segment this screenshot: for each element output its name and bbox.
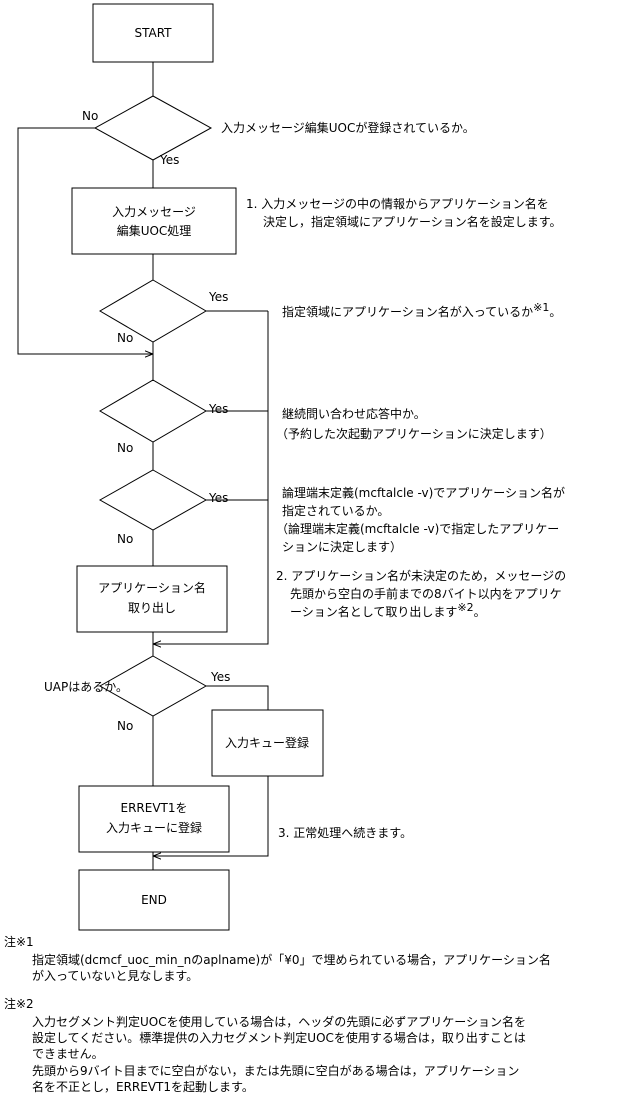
decision4-no-label: No bbox=[117, 532, 133, 546]
footnote-2: 注※2 入力セグメント判定UOCを使用している場合は，ヘッダの先頭に必ずアプリケ… bbox=[4, 996, 526, 1094]
bypass-arrow bbox=[17, 127, 153, 354]
process2-note-line2: 先頭から空白の手前までの8バイト以内をアプリケ bbox=[290, 586, 562, 601]
decision1-no-label: No bbox=[82, 109, 98, 123]
process-input-queue-register: 入力キュー登録 bbox=[211, 709, 324, 777]
process1-note-line2: 決定し，指定領域にアプリケーション名を設定します。 bbox=[263, 214, 562, 229]
process2-note-line1: 2. アプリケーション名が未決定のため，メッセージの bbox=[276, 568, 566, 583]
note3-text: 3. 正常処理へ続きます。 bbox=[278, 826, 412, 840]
merge-arrow-end bbox=[153, 776, 269, 856]
decision-uoc-registered: 入力メッセージ編集UOCが登録されているか。 No Yes bbox=[82, 95, 475, 167]
process2-line2: 取り出し bbox=[128, 601, 176, 615]
decision4-yes-label: Yes bbox=[208, 491, 228, 505]
footnote-1: 注※1 指定領域(dcmcf_uoc_min_nのaplname)が「¥0」で埋… bbox=[4, 934, 551, 983]
decision2-question: 指定領域にアプリケーション名が入っているか※1。 bbox=[282, 301, 561, 319]
decision4-line3: （論理端末定義(mcftalcle -v)で指定したアプリケー bbox=[276, 521, 559, 536]
yes-line bbox=[206, 685, 269, 710]
decision1-question: 入力メッセージ編集UOCが登録されているか。 bbox=[221, 120, 475, 135]
decision5-no-label: No bbox=[117, 719, 133, 733]
end-terminal: END bbox=[78, 869, 230, 931]
end-label: END bbox=[141, 893, 167, 907]
decision2-no-label: No bbox=[117, 331, 133, 345]
decision5-yes-label: Yes bbox=[210, 670, 230, 684]
decision-app-name-set: Yes No 指定領域にアプリケーション名が入っているか※1。 bbox=[99, 279, 561, 345]
decision4-line1: 論理端末定義(mcftalcle -v)でアプリケーション名が bbox=[282, 485, 565, 500]
decision3-yes-label: Yes bbox=[208, 402, 228, 416]
footnote-2-line: 設定してください。標準提供の入力セグメント判定UOCを使用する場合は，取り出すこ… bbox=[32, 1030, 526, 1045]
process4-line2: 入力キューに登録 bbox=[106, 820, 202, 835]
decision2-yes-label: Yes bbox=[208, 290, 228, 304]
footnote-2-title: 注※2 bbox=[4, 996, 34, 1011]
decision4-line4: ションに決定します） bbox=[282, 539, 402, 554]
process-errevt1: ERREVT1を 入力キューに登録 bbox=[78, 785, 230, 853]
decision-uap-exists: UAPはあるか。 Yes No bbox=[44, 655, 230, 733]
decision-logical-terminal: Yes No 論理端末定義(mcftalcle -v)でアプリケーション名が 指… bbox=[98, 469, 565, 554]
decision-continuous-inquiry: Yes No 継続問い合わせ応答中か。 （予約した次起動アプリケーションに決定し… bbox=[99, 379, 552, 455]
process2-note-line3: ーション名として取り出します※2。 bbox=[290, 601, 486, 619]
process2-line1: アプリケーション名 bbox=[98, 580, 206, 595]
footnote-2-line: 名を不正とし，ERREVT1を起動します。 bbox=[32, 1079, 254, 1094]
decision3-line2: （予約した次起動アプリケーションに決定します） bbox=[276, 426, 552, 441]
decision3-no-label: No bbox=[117, 441, 133, 455]
footnote-2-line: できません。 bbox=[32, 1047, 104, 1061]
footnote-1-line: 指定領域(dcmcf_uoc_min_nのaplname)が「¥0」で埋められて… bbox=[32, 952, 551, 967]
process3-label: 入力キュー登録 bbox=[225, 735, 309, 750]
decision3-line1: 継続問い合わせ応答中か。 bbox=[282, 406, 426, 421]
decision4-line2: 指定されているか。 bbox=[282, 503, 389, 518]
process1-line1: 入力メッセージ bbox=[112, 205, 196, 219]
footnote-2-line: 先頭から9バイト目までに空白がない，または先頭に空白がある場合は，アプリケーショ… bbox=[32, 1063, 519, 1078]
merge-arrow bbox=[153, 311, 269, 644]
footnote-2-line: 入力セグメント判定UOCを使用している場合は，ヘッダの先頭に必ずアプリケーション… bbox=[32, 1014, 526, 1029]
decision1-yes-label: Yes bbox=[159, 153, 179, 167]
footnote-1-title: 注※1 bbox=[4, 934, 34, 949]
start-label: START bbox=[134, 26, 172, 40]
start-terminal: START bbox=[92, 3, 214, 63]
footnote-1-line: が入っていないと見なします。 bbox=[32, 968, 198, 983]
decision5-question: UAPはあるか。 bbox=[44, 680, 128, 694]
process-input-message-uoc: 入力メッセージ 編集UOC処理 1. 入力メッセージの中の情報からアプリケーショ… bbox=[71, 187, 562, 255]
process1-line2: 編集UOC処理 bbox=[117, 223, 192, 238]
process-extract-app-name: アプリケーション名 取り出し 2. アプリケーション名が未決定のため，メッセージ… bbox=[76, 565, 566, 633]
process4-line1: ERREVT1を bbox=[120, 801, 187, 815]
process1-note-line1: 1. 入力メッセージの中の情報からアプリケーション名を bbox=[246, 196, 549, 211]
